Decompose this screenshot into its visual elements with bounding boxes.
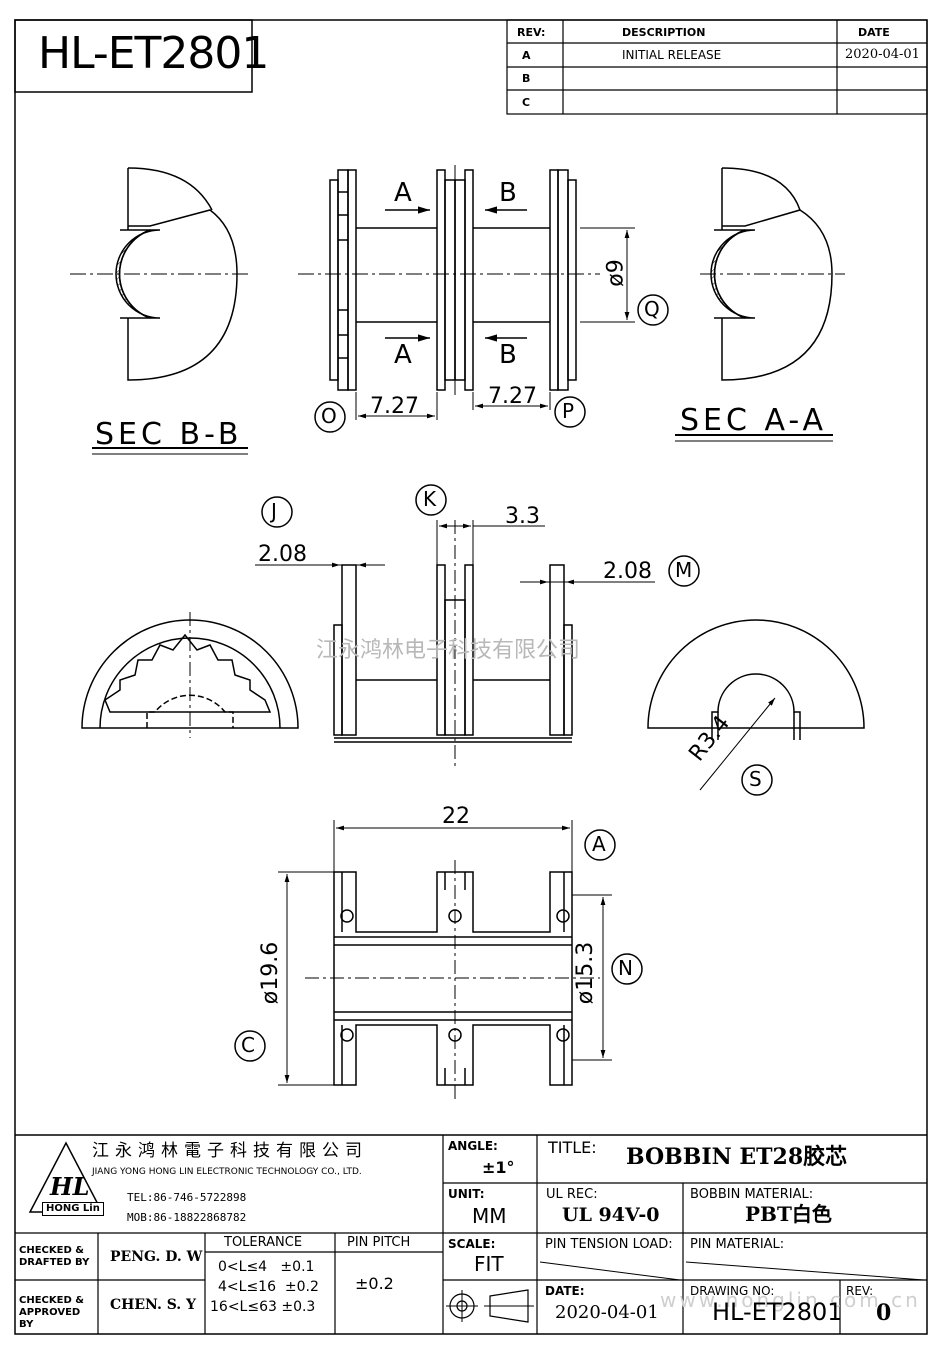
scale-value: FIT — [474, 1252, 504, 1276]
title-block-lines — [15, 1134, 927, 1334]
balloon-j: J — [271, 499, 277, 523]
sec-bb-title: SEC B-B — [95, 417, 243, 452]
drawing-title: BOBBIN ET28胶芯 — [626, 1144, 848, 1170]
drawing-frame — [14, 19, 928, 1335]
dim-right-208: 2.08 — [603, 559, 652, 584]
checked-approved-label: CHECKED & APPROVED BY — [19, 1295, 84, 1330]
dim-length-22: 22 — [442, 804, 470, 829]
ul-label: UL REC: — [546, 1187, 598, 1202]
date-header: DATE — [858, 26, 890, 39]
balloon-p: P — [562, 399, 575, 423]
section-mark-a-bottom: A — [394, 340, 412, 370]
bobbin-material-label: BOBBIN MATERIAL: — [690, 1187, 814, 1202]
dim-left-727: 7.27 — [370, 394, 419, 419]
pin-material-label: PIN MATERIAL: — [690, 1237, 785, 1252]
angle-value: ±1° — [482, 1158, 515, 1177]
unit-value: MM — [472, 1204, 507, 1228]
revision-table-lines — [506, 19, 928, 115]
balloon-s: S — [749, 767, 762, 791]
sec-bb-view — [70, 167, 250, 455]
bottom-view — [234, 820, 643, 1100]
rev-row-a: A — [522, 49, 531, 62]
tolerance-label: TOLERANCE — [224, 1235, 303, 1250]
unit-label: UNIT: — [448, 1187, 485, 1201]
drawing-no-value: HL-ET2801 — [712, 1298, 843, 1326]
tolerance-row-2: 4<L≤16 ±0.2 — [218, 1279, 319, 1295]
dim-phi153: ø15.3 — [573, 941, 599, 1005]
top-view — [255, 484, 700, 770]
dim-left-208: 2.08 — [258, 542, 307, 567]
balloon-k: K — [423, 487, 437, 511]
front-gear-view — [81, 612, 299, 738]
balloon-c: C — [241, 1033, 255, 1057]
date-value: 2020-04-01 — [555, 1302, 659, 1323]
scale-label: SCALE: — [448, 1237, 496, 1251]
logo-name: HONG Lin — [42, 1202, 104, 1216]
watermark-company: 江永鸿林电子科技有限公司 — [316, 638, 581, 663]
dim-phi196: ø19.6 — [258, 941, 284, 1005]
dim-right-727: 7.27 — [488, 384, 537, 409]
balloon-o: O — [321, 404, 337, 428]
rev-row-c: C — [522, 96, 531, 109]
checked-drafted-label: CHECKED & DRAFTED BY — [19, 1245, 90, 1268]
part-number: HL-ET2801 — [38, 28, 269, 79]
part-number-box — [14, 19, 253, 93]
side-view — [298, 165, 669, 433]
rev-header: REV: — [517, 26, 546, 39]
dim-width-33: 3.3 — [505, 504, 540, 529]
pin-pitch-label: PIN PITCH — [347, 1235, 411, 1250]
balloon-n: N — [618, 956, 633, 980]
ul-value: UL 94V-0 — [562, 1204, 660, 1226]
company-mob: MOB:86-18822868782 — [127, 1211, 247, 1224]
rev-row-a-date: 2020-04-01 — [845, 47, 920, 62]
section-mark-a-top: A — [394, 178, 412, 208]
logo-letters: HL — [50, 1172, 90, 1201]
end-view — [647, 619, 865, 796]
rev-row-a-description: INITIAL RELEASE — [622, 48, 722, 62]
date-label: DATE: — [545, 1284, 585, 1298]
tolerance-row-1: 0<L≤4 ±0.1 — [218, 1259, 315, 1275]
company-tel: TEL:86-746-5722898 — [127, 1191, 247, 1204]
pin-tension-label: PIN TENSION LOAD: — [545, 1237, 673, 1252]
title-label: TITLE: — [548, 1138, 597, 1157]
balloon-m: M — [675, 558, 693, 582]
rev-label: REV: — [846, 1284, 874, 1298]
bobbin-material-value: PBT白色 — [745, 1202, 832, 1226]
tolerance-row-3: 16<L≤63 ±0.3 — [210, 1299, 316, 1315]
balloon-a: A — [592, 832, 606, 856]
rev-row-b: B — [522, 72, 531, 85]
description-header: DESCRIPTION — [622, 26, 706, 39]
section-mark-b-top: B — [499, 178, 517, 208]
company-name-en: JIANG YONG HONG LIN ELECTRONIC TECHNOLOG… — [92, 1167, 362, 1177]
drafter-name: PENG. D. W — [110, 1249, 203, 1265]
section-mark-b-bottom: B — [499, 340, 517, 370]
dim-phi9: ø9 — [603, 259, 629, 287]
watermark-url: www.honglin.com.cn — [660, 1288, 921, 1312]
sec-aa-title: SEC A-A — [680, 403, 828, 438]
angle-label: ANGLE: — [448, 1139, 498, 1153]
rev-value: 0 — [876, 1300, 892, 1326]
balloon-q: Q — [644, 297, 660, 321]
company-name-cn: 江永鸿林電子科技有限公司 — [92, 1141, 368, 1161]
approver-name: CHEN. S. Y — [110, 1297, 197, 1313]
pin-pitch-value: ±0.2 — [355, 1274, 394, 1293]
sec-aa-view — [675, 167, 845, 442]
drawing-no-label: DRAWING NO: — [690, 1284, 775, 1298]
